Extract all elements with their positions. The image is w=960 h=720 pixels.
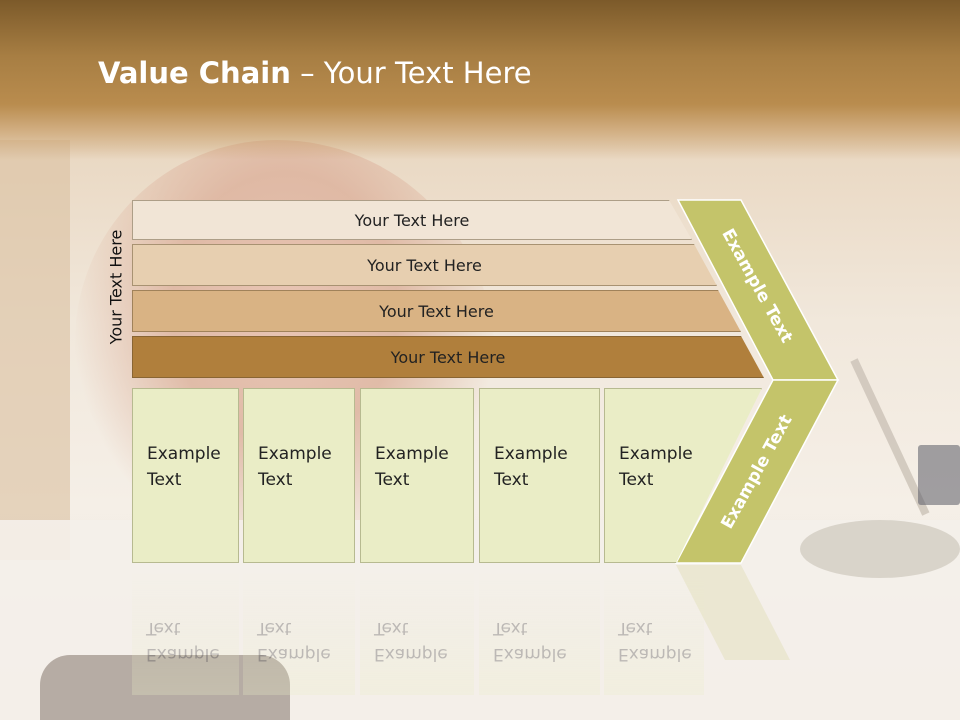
row-2[interactable]: Your Text Here [132,244,717,286]
reflection-2: Example Text [243,565,355,695]
row-1[interactable]: Your Text Here [132,200,692,240]
reflection-4: Example Text [479,565,600,695]
row-3-label: Your Text Here [379,301,494,321]
reflection-1-line1: Example [146,644,220,664]
row-4-label: Your Text Here [390,347,506,367]
reflection-4-line1: Example [493,644,567,664]
background-wall [0,140,70,560]
box-4-line2: Text [494,470,529,490]
reflection-2-line2: Text [257,618,292,638]
reflection-3: Example Text [360,565,474,695]
example-box-2[interactable]: Example Text [243,388,355,563]
reflection-5: Example Text [604,565,704,695]
example-box-3[interactable]: Example Text [360,388,474,563]
box-1-line1: Example [147,444,221,464]
background-stapler [918,445,960,505]
reflection-1: Example Text [132,565,239,695]
box-5-line1: Example [619,444,693,464]
row-2-label: Your Text Here [367,255,482,275]
slide-title[interactable]: Value Chain – Your Text Here [98,56,532,90]
reflection-2-line1: Example [257,644,331,664]
header-band [0,0,960,160]
example-box-4[interactable]: Example Text [479,388,600,563]
box-3-line2: Text [375,470,410,490]
box-5-line2: Text [619,470,654,490]
box-2-line2: Text [258,470,293,490]
title-rest: – Your Text Here [290,56,532,90]
box-1-line2: Text [147,470,182,490]
example-box-1[interactable]: Example Text [132,388,239,563]
background-phone [40,655,290,720]
row-1-label: Your Text Here [354,210,470,230]
row-3[interactable]: Your Text Here [132,290,741,332]
title-bold: Value Chain [98,56,291,90]
row-4[interactable]: Your Text Here [132,336,764,378]
box-4-line1: Example [494,444,568,464]
reflection-5-line1: Example [618,644,692,664]
reflection-3-line1: Example [374,644,448,664]
reflection-5-line2: Text [618,618,653,638]
chevron-reflection [676,565,790,660]
box-2-line1: Example [258,444,332,464]
box-3-line1: Example [375,444,449,464]
background-lamp-base [800,520,960,578]
reflection-4-line2: Text [493,618,528,638]
reflection-1-line2: Text [146,618,181,638]
chevron-lower[interactable] [674,379,840,564]
reflection-3-line2: Text [374,618,409,638]
